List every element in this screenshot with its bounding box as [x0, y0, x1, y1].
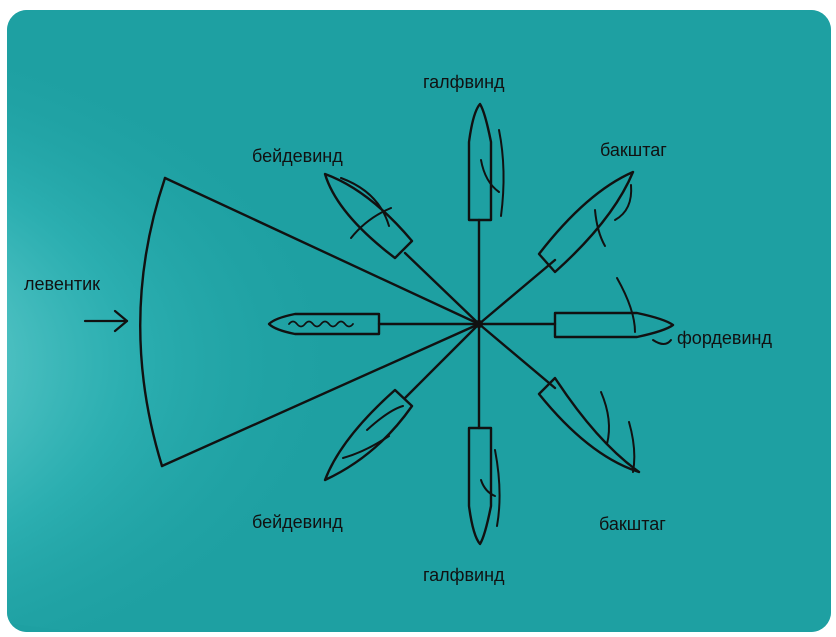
points-of-sail-diagram — [7, 10, 831, 632]
label-bakshtag-bottom: бакштаг — [599, 514, 666, 534]
label-beidevind-bottom: бейдевинд — [252, 512, 343, 532]
label-fordevind: фордевинд — [677, 328, 772, 348]
label-beidevind-top: бейдевинд — [252, 146, 343, 166]
center-point — [475, 320, 483, 328]
label-leventik: левентик — [24, 274, 100, 294]
label-bakshtag-top: бакштаг — [600, 140, 667, 160]
label-galfvind-bottom: галфвинд — [423, 565, 505, 585]
diagram-panel: левентик бейдевинд галфвинд бакштаг форд… — [7, 10, 831, 632]
label-galfvind-top: галфвинд — [423, 72, 505, 92]
